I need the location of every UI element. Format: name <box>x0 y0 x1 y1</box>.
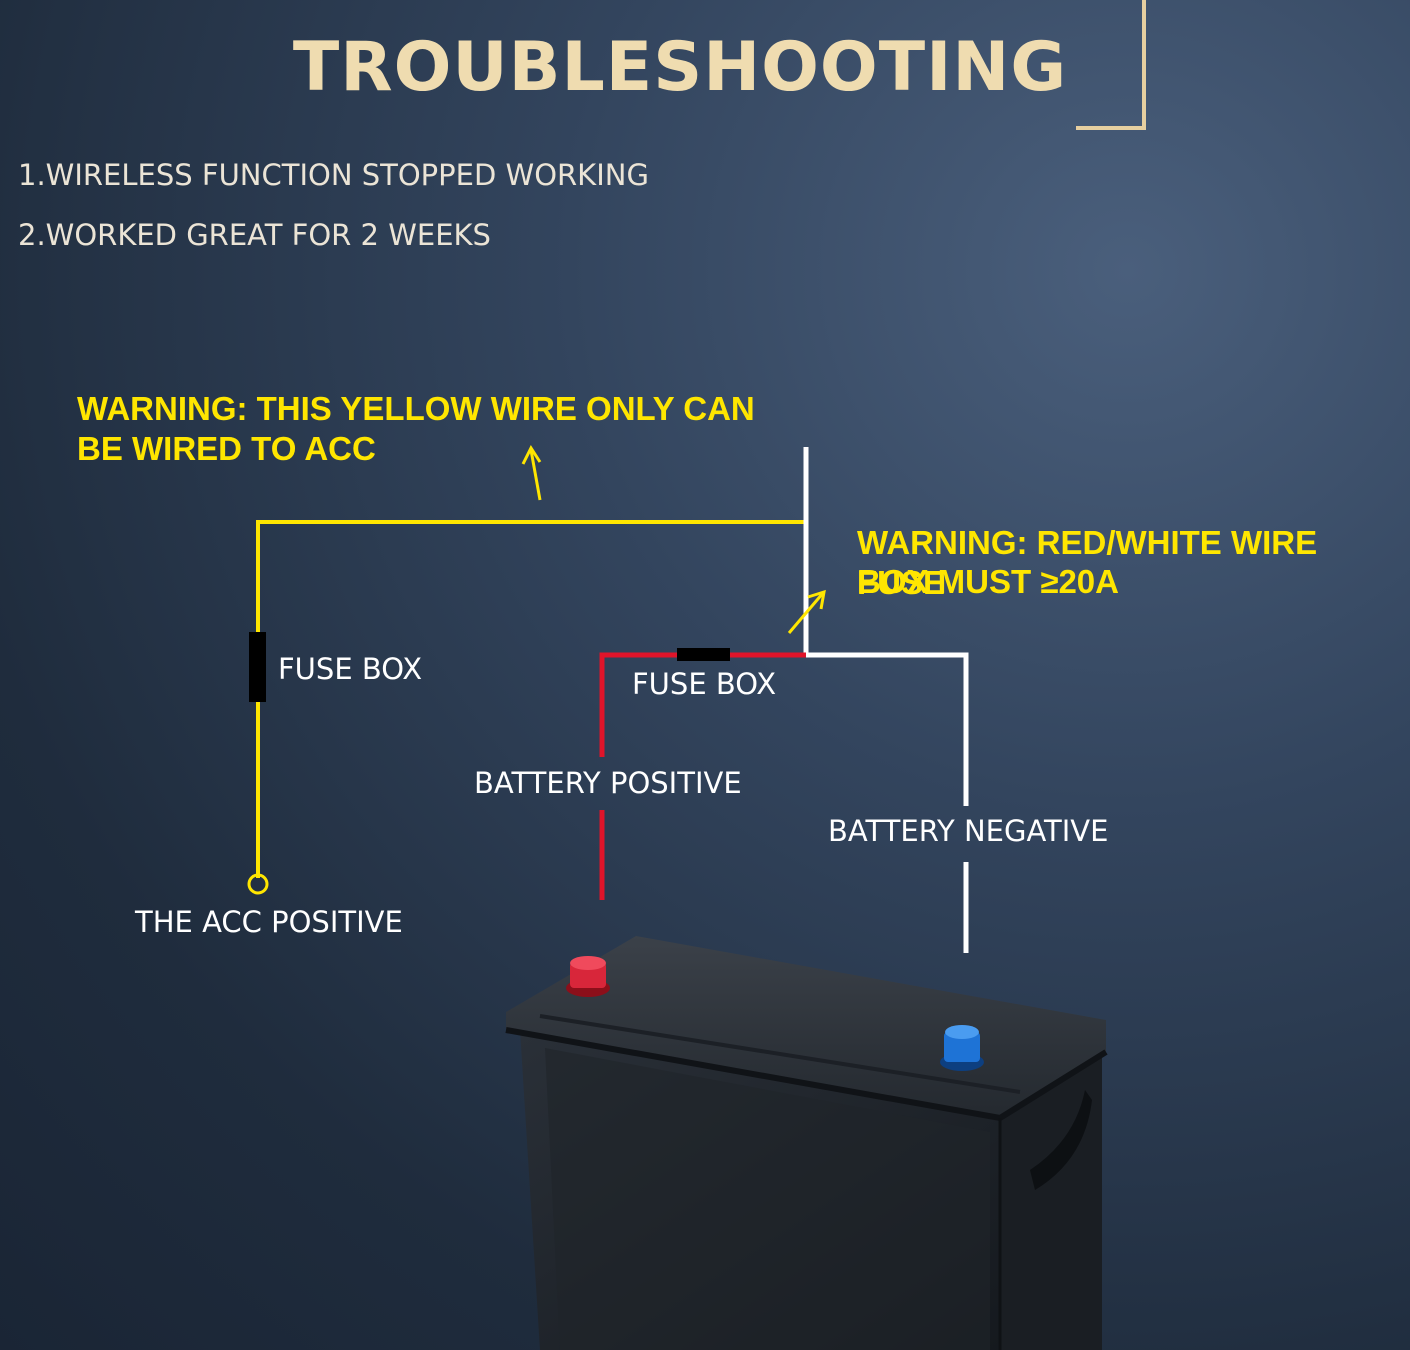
battery-negative-label: BATTERY NEGATIVE <box>828 814 1109 848</box>
white-wire-top <box>806 652 969 806</box>
page-title: TROUBLESHOOTING <box>292 28 1068 107</box>
title-bracket-decoration <box>1076 0 1146 130</box>
acc-positive-label: THE ACC POSITIVE <box>135 905 403 939</box>
battery-positive-label: BATTERY POSITIVE <box>474 766 742 800</box>
battery-negative-terminal-icon <box>940 1025 984 1071</box>
battery-positive-terminal-icon <box>566 956 610 997</box>
red-wire-top <box>599 652 806 757</box>
fuse-box-left-label: FUSE BOX <box>278 652 423 686</box>
issue-2: 2.WORKED GREAT FOR 2 WEEKS <box>18 218 491 252</box>
red-white-wire-warning-line-2: BOX MUST ≥20A <box>857 563 1119 600</box>
car-battery-image <box>505 936 1108 1350</box>
red-white-wire-warning-line-1: WARNING: RED/WHITE WIRE FUSE <box>857 524 1318 601</box>
yellow-warning-arrow-icon <box>521 444 542 501</box>
acc-terminal-icon <box>247 873 269 895</box>
issue-1: 1.WIRELESS FUNCTION STOPPED WORKING <box>18 158 649 192</box>
red-white-warning-arrow-icon <box>787 589 826 634</box>
yellow-wire-warning-line-1: WARNING: THIS YELLOW WIRE ONLY CAN <box>77 390 755 427</box>
fuse-box-right-icon <box>677 648 730 661</box>
fuse-box-right-label: FUSE BOX <box>632 667 777 701</box>
yellow-wire <box>256 520 806 878</box>
fuse-box-left-icon <box>249 632 266 702</box>
yellow-wire-warning-line-2: BE WIRED TO ACC <box>77 430 376 467</box>
